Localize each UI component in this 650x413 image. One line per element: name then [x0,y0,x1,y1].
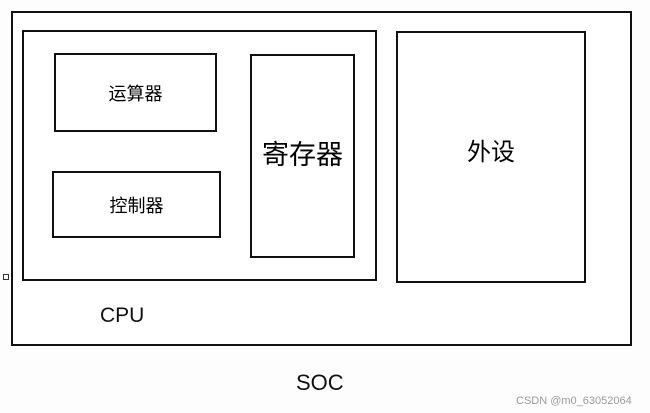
register-label: 寄存器 [262,139,343,171]
control-unit-label: 控制器 [109,195,164,217]
alu-box: 运算器 [54,53,217,132]
peripheral-label: 外设 [467,137,515,166]
soc-label: SOC [296,370,344,395]
peripheral-box: 外设 [396,31,586,283]
register-box: 寄存器 [250,54,355,258]
watermark: CSDN @m0_63052064 [516,395,632,407]
edge-marker [3,274,9,280]
cpu-label: CPU [100,304,145,327]
alu-label: 运算器 [108,83,163,105]
control-unit-box: 控制器 [52,171,221,238]
